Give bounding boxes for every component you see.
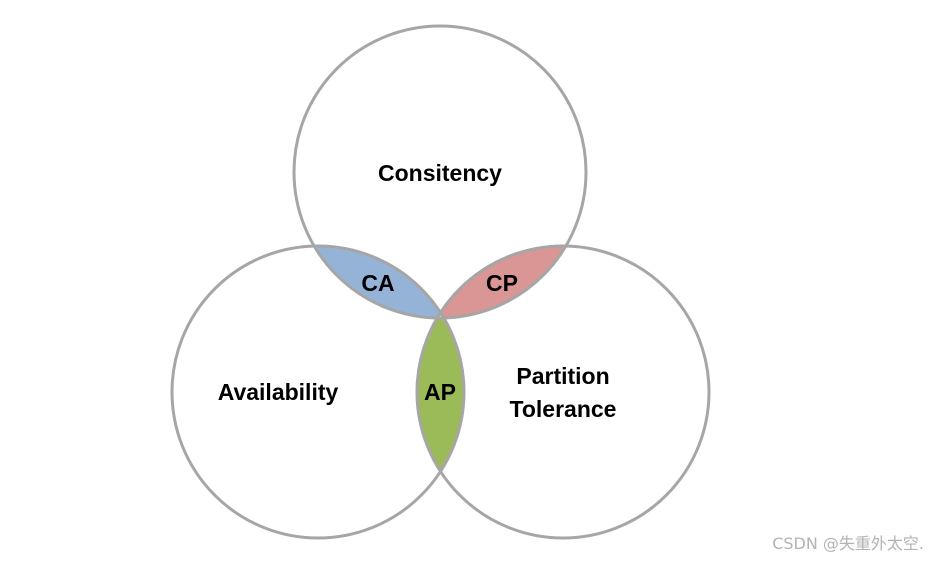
consistency-label: Consitency — [378, 160, 502, 186]
partition-label-line1: Partition — [516, 363, 609, 389]
ca-label: CA — [361, 270, 394, 296]
partition-tolerance-circle — [415, 244, 711, 540]
watermark-text: CSDN @失重外太空. — [772, 534, 924, 553]
partition-label-line2: Tolerance — [510, 396, 617, 422]
cp-label: CP — [486, 270, 518, 296]
availability-label: Availability — [218, 379, 339, 405]
availability-circle — [170, 244, 466, 540]
consistency-circle — [292, 24, 588, 320]
ap-label: AP — [424, 379, 456, 405]
